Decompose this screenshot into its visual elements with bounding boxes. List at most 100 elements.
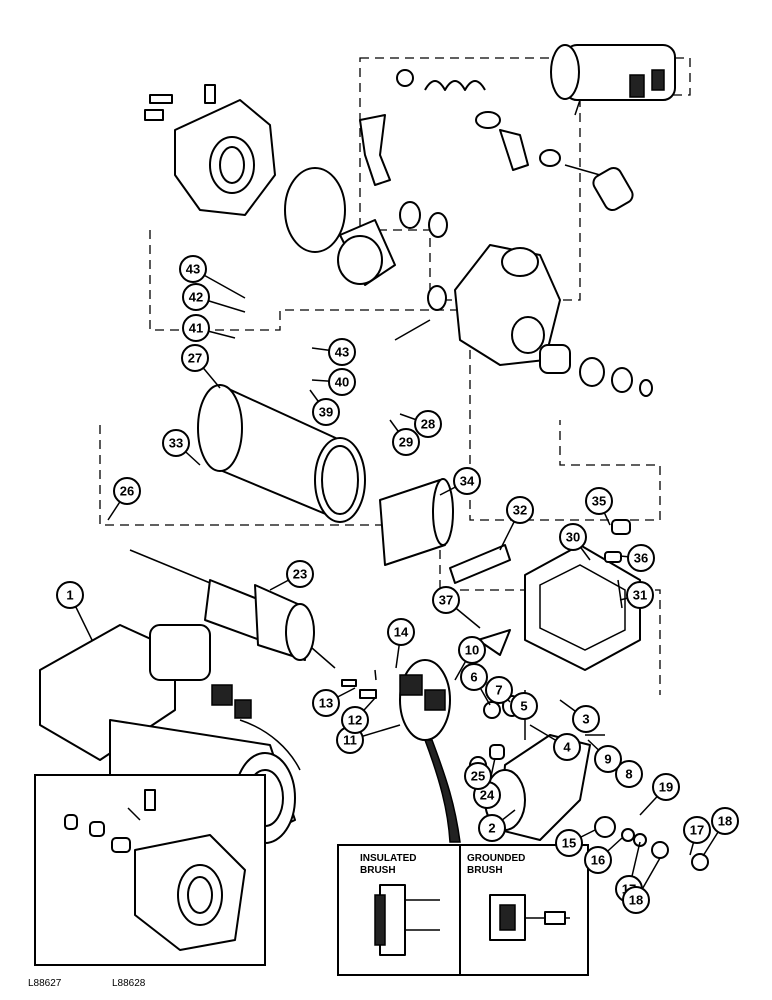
callout-bubble — [559, 523, 587, 551]
washer-6 — [483, 701, 501, 719]
callout-number: 40 — [335, 375, 349, 390]
callout-number: 3 — [582, 712, 589, 727]
callout-number: 9 — [604, 752, 611, 767]
callout-28: 28 — [399, 410, 442, 438]
callout-number: 39 — [319, 405, 333, 420]
callout-bubble — [179, 255, 207, 283]
solenoid — [550, 44, 676, 116]
callout-37: 37 — [432, 586, 481, 629]
callout-33: 33 — [162, 429, 201, 466]
svg-text:INSULATED: INSULATED — [360, 853, 416, 864]
callout-bubble — [711, 807, 739, 835]
insulated-brush-inset: INSULATED BRUSH — [337, 844, 461, 976]
callout-bubble — [392, 428, 420, 456]
end-hardware — [585, 734, 709, 871]
callout-number: 4 — [563, 740, 571, 755]
callout-number: 13 — [319, 696, 333, 711]
callout-4: 4 — [529, 724, 581, 761]
callout-18: 18 — [702, 807, 739, 857]
callout-number: 11 — [343, 733, 357, 748]
callout-bubble — [312, 398, 340, 426]
terminal-nut — [611, 519, 631, 535]
armature — [129, 549, 336, 669]
callout-number: 29 — [399, 435, 413, 450]
guide-solenoid — [359, 57, 691, 301]
callout-41: 41 — [182, 314, 236, 342]
callout-number: 43 — [335, 345, 349, 360]
svg-text:BRUSH: BRUSH — [360, 865, 396, 876]
callout-9: 9 — [587, 739, 622, 773]
callout-number: 35 — [592, 494, 606, 509]
callout-40: 40 — [311, 368, 356, 396]
brush-inset-pointer — [423, 739, 461, 843]
callout-bubble — [182, 314, 210, 342]
callout-bubble — [510, 692, 538, 720]
shift-lever — [359, 114, 391, 186]
callout-number: 24 — [480, 788, 495, 803]
bushing-set — [539, 344, 653, 397]
washer — [428, 212, 448, 238]
callout-2: 2 — [478, 809, 516, 842]
callout-32: 32 — [499, 496, 534, 551]
callout-29: 29 — [389, 419, 420, 456]
callout-number: 37 — [439, 593, 453, 608]
callout-number: 6 — [470, 670, 477, 685]
callout-bubble — [585, 487, 613, 515]
callout-27: 27 — [181, 344, 221, 389]
callout-bubble — [553, 733, 581, 761]
callout-bubble — [432, 586, 460, 614]
callout-bubble — [626, 581, 654, 609]
drive-pinion — [337, 219, 396, 286]
callout-bubble — [162, 429, 190, 457]
callout-bubble — [506, 496, 534, 524]
pole-shoe — [379, 478, 454, 566]
callout-7: 7 — [485, 676, 513, 704]
bushing-24 — [489, 744, 505, 760]
callout-number: 18 — [629, 893, 643, 908]
callout-bubble — [622, 886, 650, 914]
callout-number: 14 — [394, 625, 409, 640]
callout-number: 8 — [625, 767, 632, 782]
field-coil — [524, 544, 641, 671]
callout-number: 7 — [495, 683, 502, 698]
callout-number: 10 — [465, 643, 479, 658]
callout-number: 43 — [186, 262, 200, 277]
terminal-stud — [617, 579, 623, 609]
guide-frame — [149, 230, 661, 521]
callout-bubble — [615, 760, 643, 788]
callout-number: 16 — [591, 853, 605, 868]
callout-number: 5 — [520, 699, 527, 714]
callout-23: 23 — [269, 560, 314, 591]
callout-bubble — [341, 706, 369, 734]
brush-springs — [341, 669, 377, 699]
field-frame — [197, 384, 366, 523]
callout-34: 34 — [439, 467, 481, 496]
callout-15: 15 — [555, 829, 596, 857]
callout-bubble — [312, 689, 340, 717]
callout-bubble — [460, 663, 488, 691]
insulator — [477, 629, 511, 656]
callout-18: 18 — [622, 857, 661, 914]
callout-number: 26 — [120, 484, 134, 499]
callout-number: 25 — [471, 769, 485, 784]
callout-16: 16 — [584, 837, 623, 874]
insulator-strip — [449, 544, 511, 584]
callout-bubble — [286, 560, 314, 588]
callout-number: 30 — [566, 530, 580, 545]
guide-armature — [99, 425, 661, 695]
callout-39: 39 — [309, 389, 340, 426]
callout-bubble — [182, 283, 210, 311]
callout-bubble — [464, 762, 492, 790]
callout-25: 25 — [464, 762, 492, 790]
callout-13: 13 — [312, 687, 356, 717]
drive-housing-inset — [64, 789, 246, 951]
callout-31: 31 — [619, 581, 654, 609]
callout-number: 41 — [189, 321, 203, 336]
callout-number: 28 — [421, 417, 435, 432]
callout-26: 26 — [107, 477, 141, 521]
callout-bubble — [555, 829, 583, 857]
seal-ring — [284, 167, 346, 253]
callout-number: 33 — [169, 436, 183, 451]
callout-bubble — [56, 581, 84, 609]
